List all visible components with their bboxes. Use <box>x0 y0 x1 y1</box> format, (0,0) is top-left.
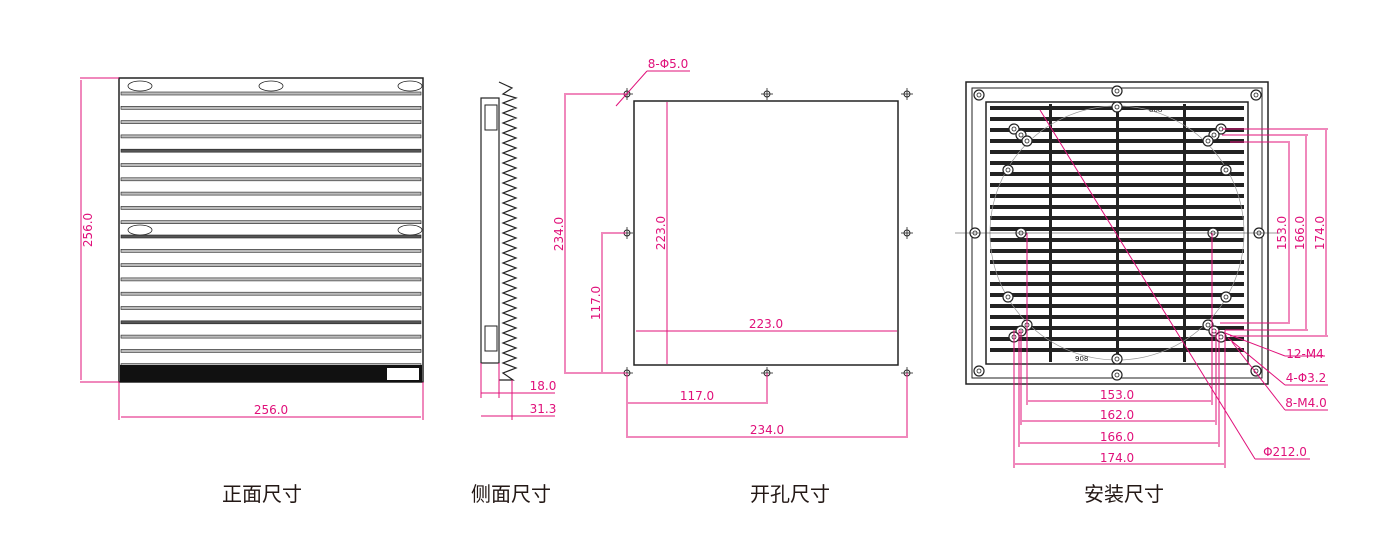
screw-boss <box>973 89 985 101</box>
install-h-dim-174: 174.0 <box>1100 451 1134 465</box>
screw-boss <box>1202 135 1214 147</box>
front-label-plate <box>387 368 419 380</box>
install-callout-4-d3-2: 4-Φ3.2 <box>1286 371 1327 385</box>
side-view: 18.0 31.3 <box>480 81 557 420</box>
front-width-label: 256.0 <box>254 403 288 417</box>
screw-boss <box>1111 101 1123 113</box>
install-v-dim-153: 153.0 <box>1275 216 1289 250</box>
screw-boss <box>1220 291 1232 303</box>
louver-slat <box>120 291 422 296</box>
louver-slat <box>120 277 422 282</box>
cutout-view: 8-Φ5.0 234.0 117.0 223.0 223.0 117.0 234… <box>552 57 913 438</box>
side-clip-bottom <box>484 325 498 352</box>
cutout-holes-label: 8-Φ5.0 <box>648 57 689 71</box>
caption-install: 安装尺寸 <box>1084 482 1164 506</box>
louver-slat <box>120 206 422 210</box>
side-louver-profile <box>498 81 518 381</box>
install-h-dim-153: 153.0 <box>1100 388 1134 402</box>
install-callout-12-m4: 12-M4 <box>1286 347 1324 361</box>
caption-front: 正面尺寸 <box>222 482 302 506</box>
install-callout-8-m4-0: 8-M4.0 <box>1285 396 1326 410</box>
front-height-label: 256.0 <box>81 213 95 247</box>
louver-slat <box>120 148 422 153</box>
side-clip-top <box>484 104 498 131</box>
screw-boss <box>973 365 985 377</box>
cutout-hole-span-h-label: 234.0 <box>750 423 784 437</box>
screw-boss <box>1021 135 1033 147</box>
install-view: 808 908 Φ212.0 153.0 166.0 174.0 12-M4 4… <box>955 81 1328 468</box>
screw-boss <box>1002 291 1014 303</box>
front-view: 256.0 256.0 <box>80 77 424 420</box>
screw-boss <box>1111 369 1123 381</box>
latch-tab <box>127 80 153 92</box>
mounting-hole <box>901 227 913 239</box>
louver-slat <box>120 320 422 325</box>
screw-boss <box>1250 89 1262 101</box>
screw-boss <box>1220 164 1232 176</box>
louver-slat <box>120 249 422 253</box>
latch-tab <box>397 224 423 236</box>
louver-slat <box>120 334 422 339</box>
mounting-hole <box>761 88 773 100</box>
louver-slat <box>120 106 422 110</box>
install-mark-top: 808 <box>1149 106 1162 114</box>
side-body <box>480 97 500 364</box>
louver-slat <box>120 306 422 310</box>
caption-cutout: 开孔尺寸 <box>750 482 830 506</box>
install-diameter-label: Φ212.0 <box>1263 445 1307 459</box>
latch-tab <box>258 80 284 92</box>
screw-boss <box>1111 353 1123 365</box>
install-h-dim-162: 162.0 <box>1100 408 1134 422</box>
cutout-hole-half-h-label: 117.0 <box>680 389 714 403</box>
cutout-hole-span-v-label: 234.0 <box>552 217 566 251</box>
cutout-opening <box>633 100 899 366</box>
louver-slat <box>120 134 422 139</box>
latch-tab <box>397 80 423 92</box>
front-louvers <box>120 80 423 368</box>
install-h-dim-166: 166.0 <box>1100 430 1134 444</box>
louver-slat <box>120 191 422 196</box>
cutout-holes <box>621 88 913 379</box>
louver-slat <box>120 91 422 96</box>
screw-boss <box>1008 123 1020 135</box>
side-depth-inner-label: 18.0 <box>530 379 557 393</box>
side-depth-total-label: 31.3 <box>530 402 557 416</box>
louver-slat <box>120 120 422 124</box>
cutout-opening-h-label: 223.0 <box>749 317 783 331</box>
install-v-dim-166: 166.0 <box>1293 216 1307 250</box>
louver-slat <box>120 177 422 182</box>
screw-boss <box>1250 365 1262 377</box>
install-mark-bottom: 908 <box>1075 355 1088 363</box>
louver-slat <box>120 163 422 167</box>
front-filter-band <box>120 365 422 382</box>
install-v-dim-174: 174.0 <box>1313 216 1327 250</box>
louver-slat <box>120 234 422 239</box>
caption-side: 侧面尺寸 <box>471 482 551 506</box>
screw-boss <box>1111 85 1123 97</box>
louver-slat <box>120 349 422 353</box>
latch-tab <box>127 224 153 236</box>
cutout-opening-v-label: 223.0 <box>654 216 668 250</box>
louver-slat <box>120 263 422 267</box>
cutout-hole-half-v-label: 117.0 <box>589 286 603 320</box>
mounting-hole <box>901 88 913 100</box>
louver-slat <box>120 220 422 224</box>
screw-boss <box>1002 164 1014 176</box>
